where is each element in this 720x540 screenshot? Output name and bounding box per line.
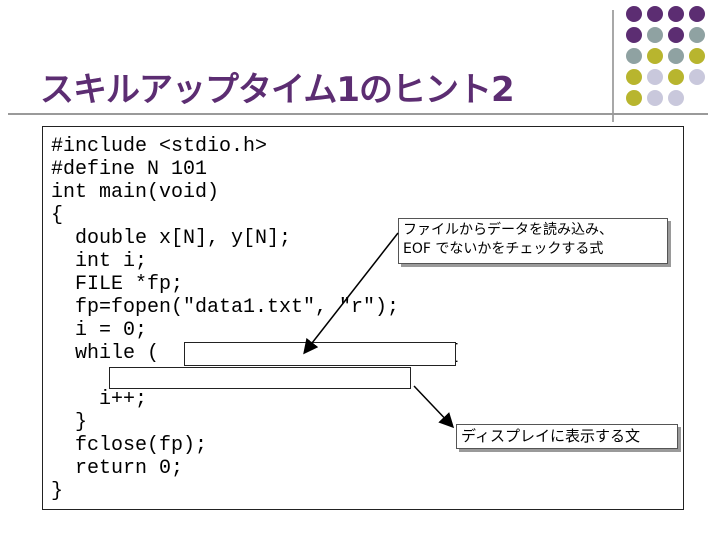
decorative-dot	[689, 69, 705, 85]
decorative-dot	[668, 27, 684, 43]
callout-display: ディスプレイに表示する文	[456, 424, 678, 449]
code-line-open-brace: {	[51, 204, 64, 227]
decorative-dot	[689, 6, 705, 22]
callout-display-text: ディスプレイに表示する文	[461, 427, 640, 445]
code-listing: #include <stdio.h> #define N 101 int mai…	[42, 126, 684, 510]
code-line-define: #define N 101	[51, 158, 208, 181]
code-line-fclose: fclose(fp);	[51, 434, 208, 457]
blank-while-condition	[184, 342, 456, 366]
code-line-return: return 0;	[51, 457, 184, 480]
title-underline	[8, 113, 708, 115]
code-line-main: int main(void)	[51, 181, 220, 204]
decorative-dot	[647, 6, 663, 22]
decorative-dot	[668, 6, 684, 22]
callout-read-check-line1: ファイルからデータを読み込み、	[403, 222, 613, 238]
decorative-dot	[668, 90, 684, 106]
slide-title: スキルアップタイム1のヒント2	[40, 70, 515, 110]
decorative-dot	[626, 90, 642, 106]
decorative-dot	[647, 90, 663, 106]
code-line-include: #include <stdio.h>	[51, 135, 268, 158]
divider-vertical	[612, 10, 614, 122]
callout-read-check-line2: EOF でないかをチェックする式	[403, 241, 604, 257]
code-line-file-decl: FILE *fp;	[51, 273, 184, 296]
decorative-dot	[668, 48, 684, 64]
code-line-init-i: i = 0;	[51, 319, 148, 342]
decorative-dot	[647, 69, 663, 85]
code-line-double-decl: double x[N], y[N];	[51, 227, 292, 250]
code-line-increment: i++;	[51, 388, 148, 411]
decorative-dot	[647, 48, 663, 64]
code-line-fopen: fp=fopen("data1.txt", "r");	[51, 296, 400, 319]
blank-display-statement	[109, 367, 411, 389]
code-line-int-decl: int i;	[51, 250, 148, 273]
callout-read-check: ファイルからデータを読み込み、 EOF でないかをチェックする式	[398, 218, 668, 264]
decorative-dot	[689, 48, 705, 64]
decorative-dot	[626, 48, 642, 64]
decorative-dot	[626, 69, 642, 85]
code-line-close-brace: }	[51, 480, 64, 503]
decorative-dot	[668, 69, 684, 85]
decorative-dot	[626, 27, 642, 43]
decorative-dot	[626, 6, 642, 22]
code-line-close-while: }	[51, 411, 88, 434]
decorative-dot	[689, 27, 705, 43]
decorative-dot-grid	[626, 6, 716, 116]
decorative-dot	[647, 27, 663, 43]
